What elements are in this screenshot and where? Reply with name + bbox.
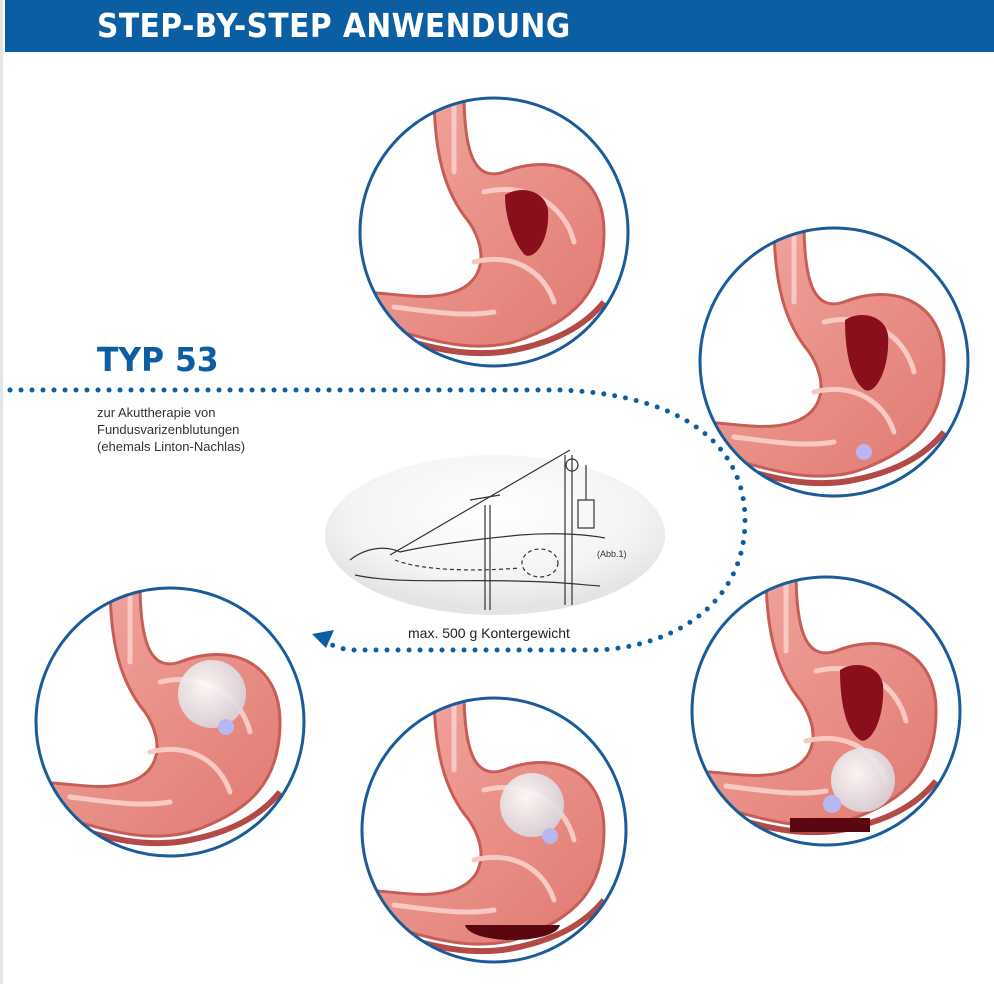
page-title: STEP-BY-STEP ANWENDUNG — [97, 6, 571, 45]
page-edge — [0, 0, 3, 984]
description-line: Fundusvarizenblutungen — [97, 422, 240, 437]
figure-caption: max. 500 g Kontergewicht — [408, 625, 570, 641]
arrow-head-icon — [312, 630, 334, 648]
step-2-circle — [698, 226, 970, 498]
patient-sketch — [325, 449, 665, 615]
step-1-circle — [358, 96, 630, 368]
product-description: zur Akuttherapie von Fundusvarizenblutun… — [97, 404, 245, 455]
header-banner: STEP-BY-STEP ANWENDUNG — [5, 0, 994, 52]
figure-label: (Abb.1) — [597, 549, 627, 559]
step-3-circle — [690, 575, 962, 847]
step-4-circle — [360, 696, 628, 964]
product-title: TYP 53 — [97, 340, 219, 379]
step-5-circle — [34, 586, 306, 858]
description-line: zur Akuttherapie von — [97, 405, 216, 420]
description-line: (ehemals Linton-Nachlas) — [97, 439, 246, 454]
